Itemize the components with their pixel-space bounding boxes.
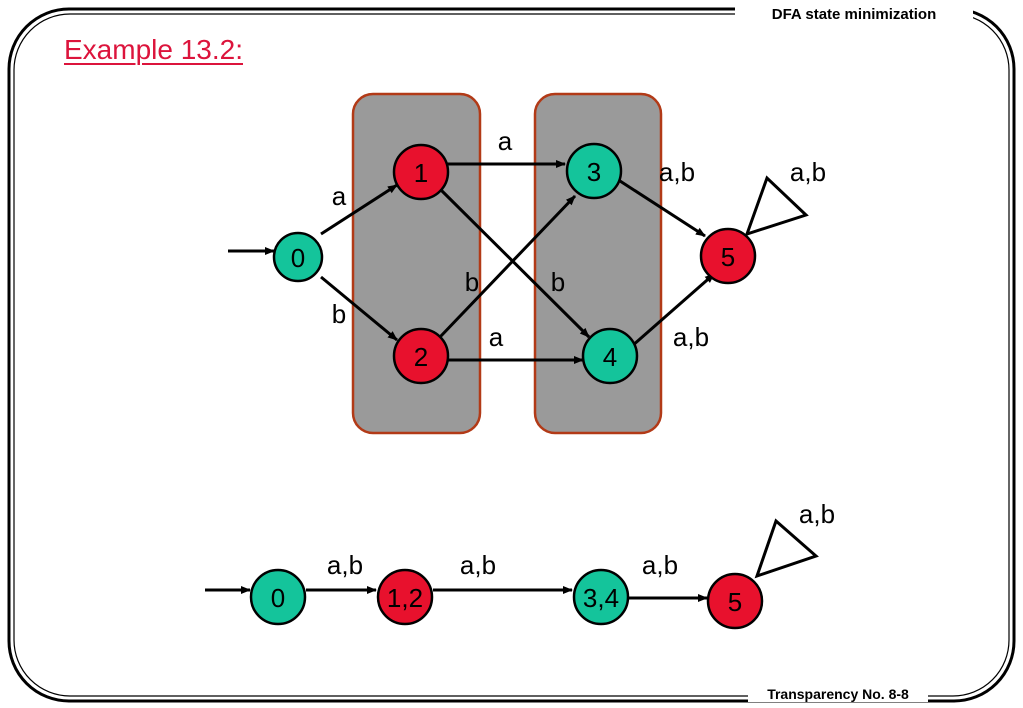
edge-3-5-label: a,b [659, 157, 695, 187]
edge-0-2-label: b [332, 299, 346, 329]
state-5-label: 5 [721, 242, 735, 272]
edge-0-1 [320, 183, 398, 236]
example-title: Example 13.2: [64, 34, 243, 65]
footer-label: Transparency No. 8-8 [748, 686, 928, 702]
edge-3-5 [619, 179, 706, 238]
state-1-label: 1 [414, 158, 428, 188]
edge-2-3 [438, 194, 577, 339]
edge-1-4 [438, 187, 591, 339]
edge-2-4-label: a [489, 322, 504, 352]
self-loop-5-label: a,b [790, 157, 826, 187]
min-state-0-label: 0 [271, 583, 285, 613]
edge-2-3-label: b [465, 267, 479, 297]
min-state-0-node [249, 568, 307, 626]
state-0-label: 0 [291, 243, 305, 273]
state-3-node [565, 142, 623, 200]
state-4-label: 4 [603, 342, 617, 372]
edge-1-4-label: b [551, 267, 565, 297]
state-0-node [272, 231, 324, 283]
min-state-34-node [572, 568, 630, 626]
min-state-12-label: 1,2 [387, 583, 423, 613]
state-2-node [392, 327, 450, 385]
state-5-node [699, 227, 757, 285]
state-4-node [581, 327, 639, 385]
header-title: DFA state minimization [735, 6, 973, 23]
edge-0-2 [320, 275, 398, 342]
edge-4-5-label: a,b [673, 322, 709, 352]
state-3-label: 3 [587, 157, 601, 187]
state-2-label: 2 [414, 342, 428, 372]
state-1-node [392, 143, 450, 201]
self-loop-5-original [744, 175, 809, 237]
min-state-5-node [706, 572, 764, 630]
min-state-12-node [376, 568, 434, 626]
edge-4-5 [631, 272, 715, 348]
edge-1-3-label: a [498, 126, 513, 156]
min-state-34-label: 3,4 [583, 583, 619, 613]
min-edge-34-5-label: a,b [642, 550, 678, 580]
edge-0-1-label: a [332, 181, 347, 211]
slide-frame-inner [13, 13, 1010, 697]
slide-frame-outer [7, 7, 1016, 703]
min-edge-0-12-label: a,b [327, 550, 363, 580]
min-state-5-label: 5 [728, 587, 742, 617]
min-self-loop-5-label: a,b [799, 499, 835, 529]
min-edge-12-34-label: a,b [460, 550, 496, 580]
self-loop-5-minimized [754, 518, 819, 579]
